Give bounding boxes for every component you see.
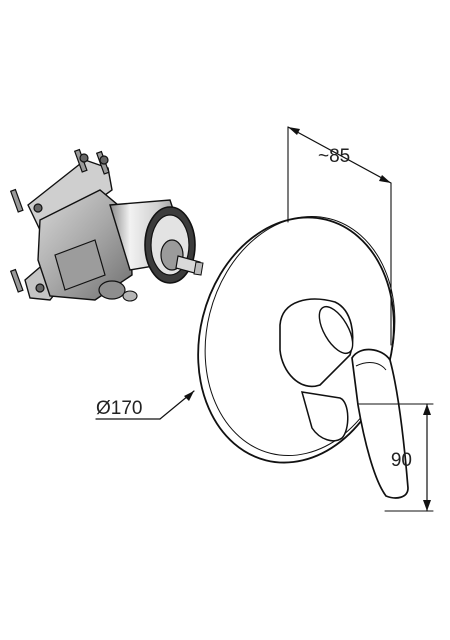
depth-dimension: ~85 bbox=[287, 126, 392, 346]
lever-height-label: 90 bbox=[391, 450, 412, 471]
mixer-body-illustration bbox=[9, 148, 204, 302]
lever-handle bbox=[279, 298, 409, 499]
lever-height-dimension: 90 bbox=[357, 403, 434, 512]
depth-label: ~85 bbox=[318, 146, 350, 167]
diameter-dimension: Ø170 bbox=[95, 390, 195, 420]
diameter-label: Ø170 bbox=[96, 398, 142, 419]
